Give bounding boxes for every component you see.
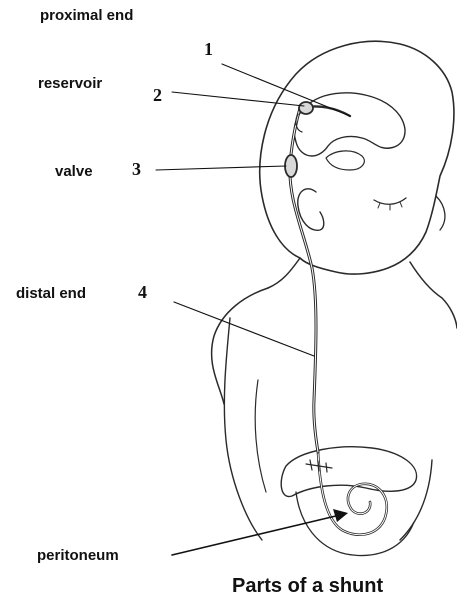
eye-lash-3 <box>400 202 402 207</box>
ventricle <box>294 93 405 156</box>
reservoir <box>299 102 313 114</box>
leader-line-1 <box>222 64 350 116</box>
label-distal-end: distal end <box>16 286 86 301</box>
peritoneum-arrow <box>172 515 340 555</box>
leader-line-4 <box>174 302 314 356</box>
leader-line-3 <box>156 166 286 170</box>
leader-line-2 <box>172 92 304 106</box>
diagram-caption: Parts of a shunt <box>232 576 383 596</box>
label-peritoneum: peritoneum <box>37 548 119 563</box>
label-proximal-end: proximal end <box>40 8 133 23</box>
neck-left <box>268 258 300 288</box>
peritoneum-arrowhead <box>333 509 348 522</box>
abdomen-lower <box>296 492 414 556</box>
label-valve: valve <box>55 164 93 179</box>
ear <box>298 189 324 230</box>
valve <box>285 155 297 177</box>
nose <box>436 196 445 230</box>
peritoneal-cavity <box>281 447 416 497</box>
number-4: 4 <box>138 283 147 301</box>
coiled-catheter <box>318 452 387 535</box>
shoulder-left <box>212 288 268 404</box>
label-reservoir: reservoir <box>38 76 102 91</box>
number-1: 1 <box>204 40 213 58</box>
ventricle-lower <box>326 151 364 170</box>
torso-contour <box>255 380 266 492</box>
number-2: 2 <box>153 86 162 104</box>
neck-right <box>410 262 457 328</box>
eye <box>374 198 406 204</box>
arm-left <box>224 318 262 540</box>
number-3: 3 <box>132 160 141 178</box>
coiled-catheter-inner <box>318 452 387 535</box>
eye-lash-1 <box>378 203 380 208</box>
